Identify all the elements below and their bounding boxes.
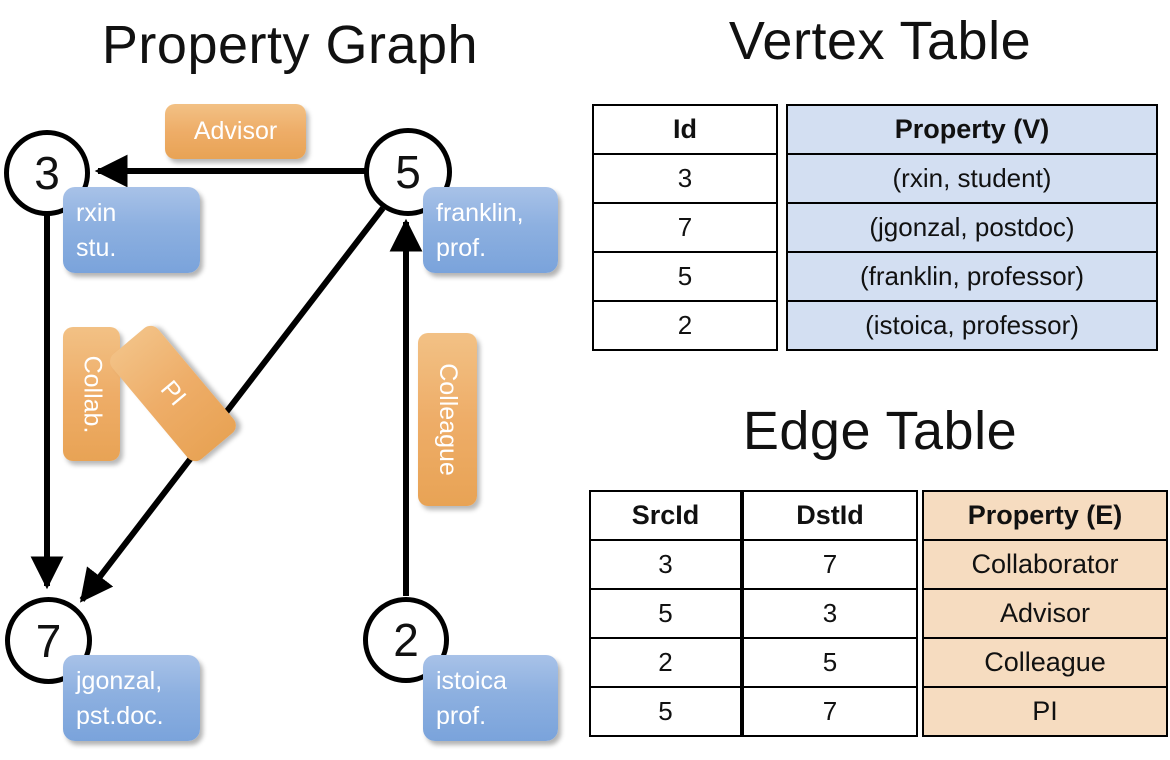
graph-node-7-label: 7 — [35, 614, 62, 667]
edge-5-to-7 — [79, 206, 386, 603]
edge-header-dstid: DstId — [742, 490, 918, 541]
table-row: PI — [922, 686, 1168, 737]
table-row: (istoica, professor) — [786, 300, 1158, 351]
vertex-cell-property: (franklin, professor) — [786, 251, 1158, 302]
table-row: 7 — [742, 686, 918, 737]
vertex-header-id: Id — [592, 104, 778, 155]
table-header-row: SrcId — [589, 490, 742, 541]
table-header-row: DstId — [742, 490, 918, 541]
vertex-property-box-jgonzal: jgonzal, pst.doc. — [63, 655, 200, 741]
edge-cell-property: Advisor — [922, 588, 1168, 639]
edge-table-property-column: Property (E) Collaborator Advisor Collea… — [922, 490, 1168, 737]
graph-node-3-label: 3 — [34, 147, 60, 199]
edge-header-property: Property (E) — [922, 490, 1168, 541]
vertex-cell-id: 7 — [592, 202, 778, 253]
property-graph-diagram: 3 5 7 2 rxin stu. franklin, prof. jgonza… — [4, 104, 558, 741]
table-row: Advisor — [922, 588, 1168, 639]
graph-node-2[interactable]: 2 — [363, 597, 449, 683]
edge-cell-srcid: 5 — [589, 686, 742, 737]
edge-label-pi: PI — [155, 375, 192, 412]
table-row: 2 — [592, 300, 778, 351]
graph-node-3[interactable]: 3 — [4, 130, 90, 216]
edge-header-srcid: SrcId — [589, 490, 742, 541]
table-row: 3 — [589, 539, 742, 590]
table-row: 7 — [742, 539, 918, 590]
table-row: (franklin, professor) — [786, 251, 1158, 302]
table-row: 5 — [589, 588, 742, 639]
edge-label-box-advisor: Advisor — [165, 104, 306, 159]
page-title-property-graph: Property Graph — [101, 15, 479, 75]
vertex-cell-property: (jgonzal, postdoc) — [786, 202, 1158, 253]
vertex-property-box-franklin: franklin, prof. — [423, 187, 558, 273]
vertex-cell-id: 5 — [592, 251, 778, 302]
edge-cell-dstid: 5 — [742, 637, 918, 688]
edge-cell-dstid: 3 — [742, 588, 918, 639]
graph-node-7[interactable]: 7 — [5, 597, 92, 684]
edge-label-box-colleague: Colleague — [418, 333, 477, 506]
edge-table-dstid-column: DstId 7 3 5 7 — [742, 490, 918, 737]
table-row: 5 — [592, 251, 778, 302]
table-row: 7 — [592, 202, 778, 253]
edge-cell-property: Collaborator — [922, 539, 1168, 590]
table-row: 3 — [592, 153, 778, 204]
page-title-edge-table: Edge Table — [742, 401, 1018, 461]
edge-label-advisor: Advisor — [193, 117, 278, 145]
table-row: 5 — [742, 637, 918, 688]
graph-node-2-label: 2 — [393, 614, 419, 666]
graph-node-5-label: 5 — [395, 146, 421, 198]
table-row: 5 — [589, 686, 742, 737]
vertex-property-box-rxin: rxin stu. — [63, 187, 200, 273]
table-row: 2 — [589, 637, 742, 688]
edge-label-box-collab: Collab. — [63, 327, 120, 461]
vertex-cell-id: 2 — [592, 300, 778, 351]
edge-cell-srcid: 3 — [589, 539, 742, 590]
graph-edges-svg — [30, 154, 423, 603]
vertex-cell-property: (istoica, professor) — [786, 300, 1158, 351]
table-header-row: Id — [592, 104, 778, 155]
edge-table-srcid-column: SrcId 3 5 2 5 — [589, 490, 742, 737]
table-row: Colleague — [922, 637, 1168, 688]
graph-node-5[interactable]: 5 — [364, 128, 452, 216]
vertex-property-box-istoica: istoica prof. — [423, 655, 558, 741]
table-row: 3 — [742, 588, 918, 639]
table-header-row: Property (V) — [786, 104, 1158, 155]
vertex-header-property: Property (V) — [786, 104, 1158, 155]
table-row: Collaborator — [922, 539, 1168, 590]
edge-cell-srcid: 5 — [589, 588, 742, 639]
table-header-row: Property (E) — [922, 490, 1168, 541]
edge-cell-srcid: 2 — [589, 637, 742, 688]
vertex-table-property-column: Property (V) (rxin, student) (jgonzal, p… — [786, 104, 1158, 351]
vertex-cell-property: (rxin, student) — [786, 153, 1158, 204]
page-title-vertex-table: Vertex Table — [728, 11, 1032, 71]
table-row: (rxin, student) — [786, 153, 1158, 204]
edge-label-collab: Collab. — [78, 355, 107, 433]
vertex-cell-id: 3 — [592, 153, 778, 204]
edge-label-colleague: Colleague — [434, 363, 462, 476]
edge-cell-property: Colleague — [922, 637, 1168, 688]
edge-cell-dstid: 7 — [742, 539, 918, 590]
vertex-table-id-column: Id 3 7 5 2 — [592, 104, 778, 351]
edge-cell-property: PI — [922, 686, 1168, 737]
edge-cell-dstid: 7 — [742, 686, 918, 737]
table-row: (jgonzal, postdoc) — [786, 202, 1158, 253]
